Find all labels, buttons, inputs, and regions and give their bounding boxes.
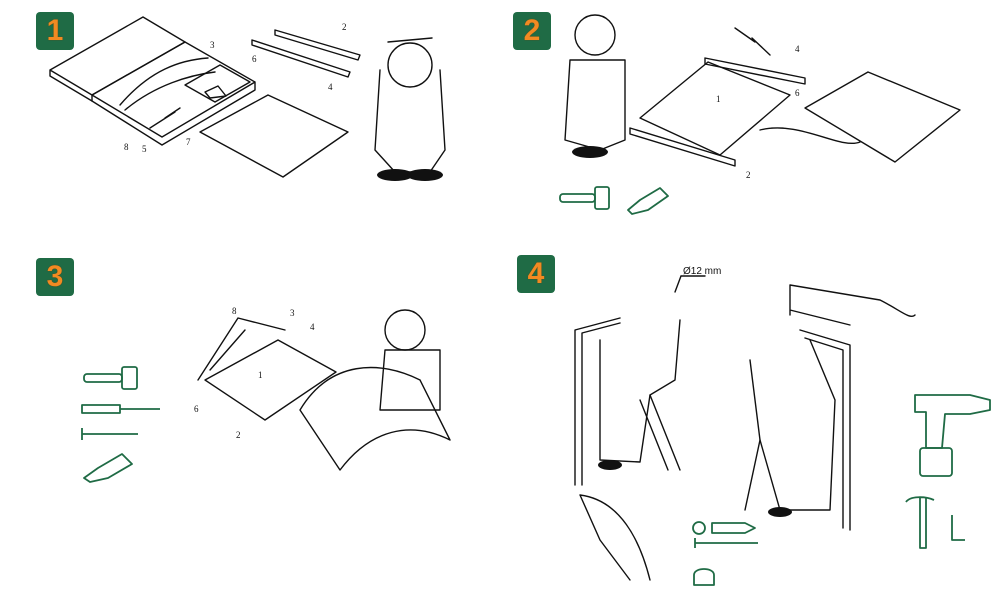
canopy-bracket — [789, 284, 916, 326]
cordless-drill-icon — [914, 394, 991, 477]
side-rails — [251, 29, 361, 78]
part-label: 4 — [795, 44, 800, 54]
step-2-illustration: 1 2 4 6 — [559, 14, 961, 215]
canopy-sheet — [639, 61, 791, 156]
sealant-tube-icon — [83, 453, 133, 483]
step-4-badge: 4 — [517, 255, 555, 293]
part-label: 2 — [746, 170, 751, 180]
step-4-illustration: Ø12 mm — [574, 266, 991, 586]
polycarbonate-sheet — [199, 94, 349, 178]
screw-icon — [81, 428, 138, 440]
sealant-tube-icon — [627, 187, 669, 215]
canopy-sheet — [204, 339, 337, 421]
step-1-illustration: 2 3 4 5 6 7 8 — [49, 16, 446, 181]
hex-key-icon — [951, 515, 965, 541]
part-label: 6 — [194, 404, 199, 414]
part-label: 8 — [232, 306, 237, 316]
part-label: 1 — [258, 370, 263, 380]
part-label: 6 — [795, 88, 800, 98]
assembled-canopy — [299, 366, 451, 471]
bracket — [197, 317, 286, 381]
part-label: 3 — [290, 308, 295, 318]
part-label: 7 — [186, 137, 191, 147]
canopy-side-view — [579, 494, 651, 581]
step-1-badge: 1 — [36, 12, 74, 50]
part-label: 5 — [142, 144, 147, 154]
mallet-icon — [83, 366, 138, 390]
screwdriver-icon — [81, 404, 160, 414]
part-label: 2 — [236, 430, 241, 440]
wall-plug-icon — [711, 522, 756, 534]
worker-on-ladder-right — [744, 339, 836, 517]
part-label: 4 — [310, 322, 315, 332]
worker-on-ladder-left — [598, 319, 681, 471]
second-sheet — [804, 71, 961, 163]
part-label: 3 — [210, 40, 215, 50]
screw-icon — [694, 538, 758, 548]
worker-figure — [564, 14, 626, 158]
worker-figure — [374, 37, 446, 181]
door-frame-left — [574, 317, 621, 486]
door-frame-right — [799, 329, 851, 531]
open-box — [49, 16, 256, 146]
part-label: 1 — [716, 94, 721, 104]
part-label: 6 — [252, 54, 257, 64]
step-3-badge: 3 — [36, 258, 74, 296]
mallet-icon — [559, 186, 610, 210]
part-label: 2 — [342, 22, 347, 32]
washer-icon — [692, 521, 706, 535]
drill-diameter-label: Ø12 mm — [683, 266, 721, 277]
part-label: 4 — [328, 82, 333, 92]
hammer-icon — [905, 496, 935, 549]
mallet — [734, 27, 771, 56]
step-3-illustration: 1 2 3 4 6 8 — [81, 306, 451, 483]
part-label: 8 — [124, 142, 129, 152]
step-2-badge: 2 — [513, 12, 551, 50]
worker-figure — [379, 309, 441, 411]
cap-nut-icon — [693, 568, 715, 586]
